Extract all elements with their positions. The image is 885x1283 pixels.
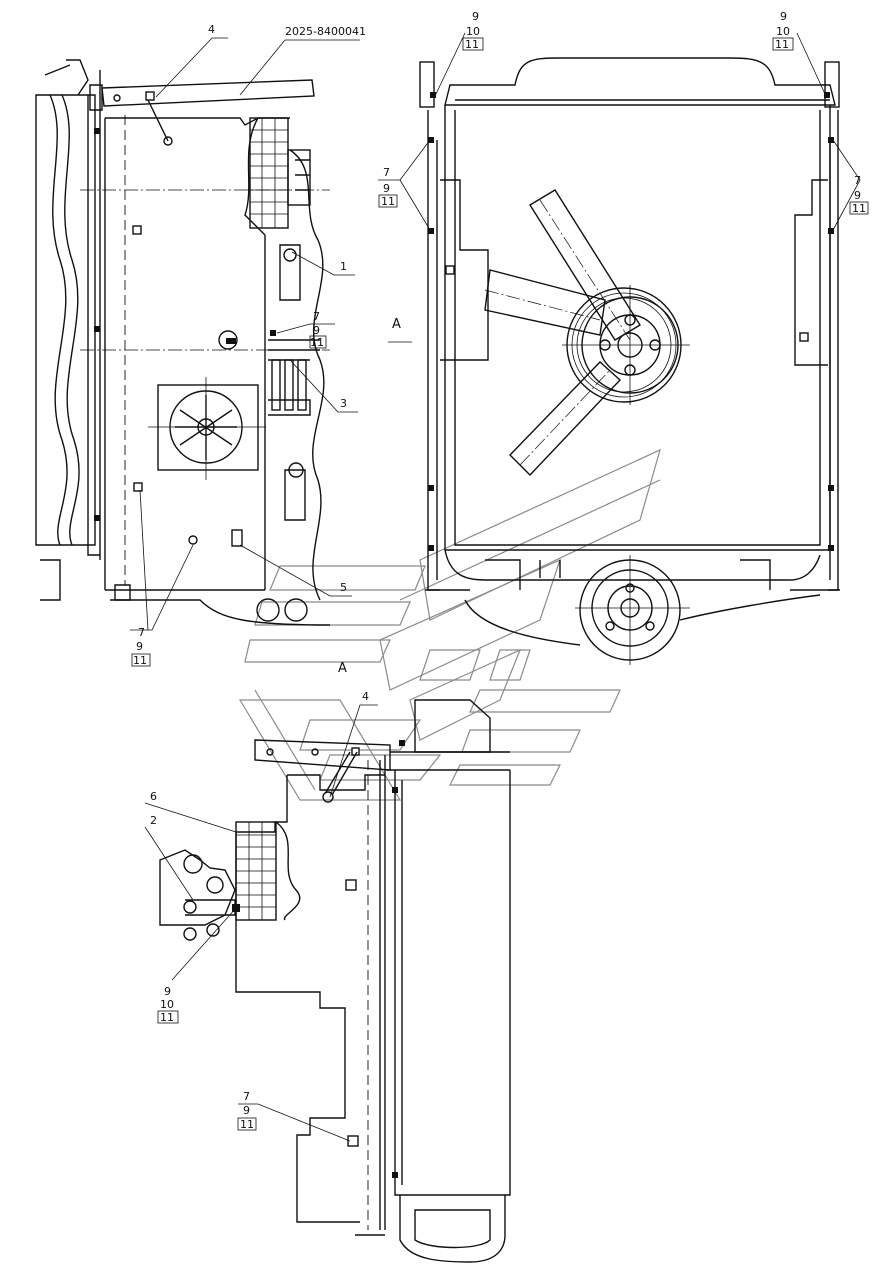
view-marker-A: A [392,317,401,332]
latch-assembly [159,849,240,941]
fan-blades [484,189,641,477]
callout-9-bottom: 9 [136,640,143,653]
view-a [159,699,511,1263]
section-label-A: A [338,661,347,676]
callout-7-view-a: 7 [243,1090,250,1103]
fan-hub-front [562,285,690,405]
callout-11-front-left-b: 11 [381,195,395,208]
callout-7-side: 7 [313,310,320,323]
front-bolts [428,92,834,551]
callout-11-view-a-b: 11 [240,1118,254,1131]
grille-view-a [235,821,277,921]
callout-11-front-right: 11 [775,38,789,51]
side-view [35,59,331,626]
side-view-callouts: 4 2025-8400041 1 7 9 11 3 5 7 9 11 A A [130,23,412,676]
callout-6: 6 [150,790,157,803]
callout-9-front-right-b: 9 [854,189,861,202]
callout-2: 2 [150,814,157,827]
callout-9-front-left-b: 9 [383,182,390,195]
callout-11-view-a: 11 [160,1011,174,1024]
callout-11-front-right-b: 11 [852,202,866,215]
grille-louvers [249,117,289,229]
bottom-pulley [464,555,821,665]
view-a-callouts: 4 6 2 9 10 11 7 9 11 [144,690,378,1142]
callout-10-front-left: 10 [466,25,480,38]
callout-9-side: 9 [313,324,320,337]
callout-11-front-left: 11 [465,38,479,51]
side-bolts [94,99,276,545]
callout-9-front-left: 9 [472,10,479,23]
callout-1: 1 [340,260,347,273]
watermark-logo [238,448,661,801]
fan-hub-side [148,377,266,480]
callout-3: 3 [340,397,347,410]
callout-4-view-a: 4 [362,690,369,703]
callout-7-front-right: 7 [854,174,861,187]
part-number-label: 2025-8400041 [285,25,366,38]
callout-10-front-right: 10 [776,25,790,38]
callout-4-top: 4 [208,23,215,36]
front-view [419,57,840,665]
callout-11-bottom: 11 [133,654,147,667]
callout-7-bottom: 7 [138,626,145,639]
front-view-callouts: 9 10 11 9 10 11 7 9 11 7 9 11 [378,10,869,231]
callout-10-view-a: 10 [160,998,174,1011]
callout-5: 5 [340,581,347,594]
callout-9-view-a-b: 9 [243,1104,250,1117]
callout-11-side: 11 [310,336,324,349]
callout-7-front-left: 7 [383,166,390,179]
callout-9-view-a: 9 [164,985,171,998]
callout-9-front-right: 9 [780,10,787,23]
